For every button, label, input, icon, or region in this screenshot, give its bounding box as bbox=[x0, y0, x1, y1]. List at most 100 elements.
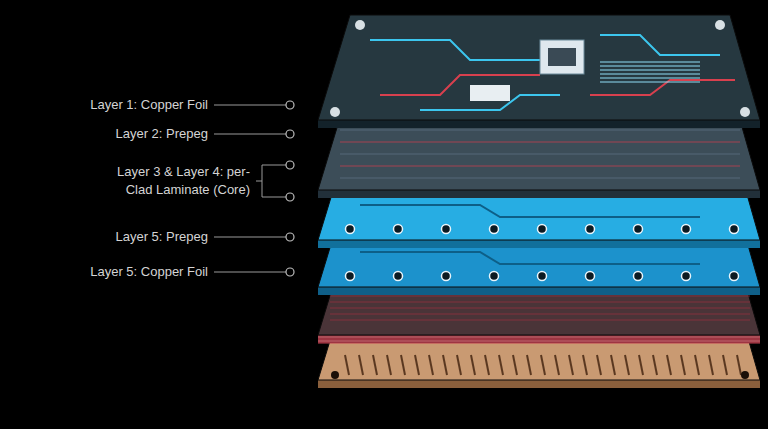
via-hole bbox=[634, 225, 643, 234]
via-hole bbox=[586, 272, 595, 281]
copper-trace bbox=[387, 355, 391, 375]
resin-stripe bbox=[330, 314, 750, 315]
copper-trace bbox=[429, 355, 433, 375]
mount-hole bbox=[715, 20, 725, 30]
circuit-trace bbox=[600, 66, 700, 67]
copper-trace bbox=[359, 355, 363, 375]
copper-trace bbox=[471, 355, 475, 375]
circuit-trace bbox=[600, 70, 700, 71]
layer-label: Layer 2: Prepeg bbox=[8, 125, 208, 143]
copper-trace bbox=[373, 355, 377, 375]
copper-trace bbox=[345, 355, 349, 375]
resin-stripe bbox=[330, 308, 750, 309]
copper-trace bbox=[737, 355, 741, 375]
circuit-trace bbox=[600, 62, 700, 63]
chip bbox=[548, 48, 576, 66]
copper-trace bbox=[513, 355, 517, 375]
copper-trace bbox=[695, 355, 699, 375]
copper-trace bbox=[625, 355, 629, 375]
copper-trace bbox=[639, 355, 643, 375]
resin-stripe bbox=[318, 337, 760, 338]
via-hole bbox=[538, 272, 547, 281]
via-hole bbox=[394, 272, 403, 281]
copper-trace bbox=[723, 355, 727, 375]
via-hole bbox=[730, 272, 739, 281]
via-hole bbox=[634, 272, 643, 281]
layer-edge bbox=[318, 240, 760, 248]
prepreg-trace bbox=[340, 178, 740, 179]
via-hole bbox=[682, 272, 691, 281]
circuit-trace bbox=[600, 82, 700, 83]
resin-stripe bbox=[318, 339, 760, 340]
via-hole bbox=[586, 225, 595, 234]
circuit-trace bbox=[600, 74, 700, 75]
copper-trace bbox=[597, 355, 601, 375]
via-hole bbox=[490, 272, 499, 281]
via-hole bbox=[490, 225, 499, 234]
copper-trace bbox=[569, 355, 573, 375]
leader-line bbox=[214, 237, 286, 238]
copper-trace bbox=[583, 355, 587, 375]
leader-line bbox=[214, 134, 286, 135]
mount-hole bbox=[355, 20, 365, 30]
copper-trace bbox=[667, 355, 671, 375]
component bbox=[470, 85, 510, 101]
leader-dot bbox=[286, 193, 294, 201]
layer-edge bbox=[318, 335, 760, 343]
resin-stripe bbox=[318, 343, 760, 344]
mount-hole bbox=[330, 107, 340, 117]
mount-hole bbox=[740, 107, 750, 117]
layer-surface bbox=[318, 15, 760, 120]
copper-trace bbox=[485, 355, 489, 375]
prepreg-trace bbox=[340, 166, 740, 167]
leader-line bbox=[214, 105, 286, 106]
copper-trace bbox=[527, 355, 531, 375]
copper-trace bbox=[401, 355, 405, 375]
copper-trace bbox=[709, 355, 713, 375]
leader-dot bbox=[286, 233, 294, 241]
via-hole bbox=[442, 272, 451, 281]
circuit-trace bbox=[370, 40, 560, 60]
chip bbox=[540, 40, 584, 74]
mount-hole bbox=[331, 371, 339, 379]
inner-trace bbox=[360, 252, 700, 264]
via-hole bbox=[346, 272, 355, 281]
copper-trace bbox=[681, 355, 685, 375]
layer-edge bbox=[318, 380, 760, 388]
circuit-trace bbox=[600, 78, 700, 79]
via-hole bbox=[538, 225, 547, 234]
copper-trace bbox=[443, 355, 447, 375]
copper-foil-layer bbox=[318, 15, 760, 128]
resin-stripe bbox=[318, 341, 760, 342]
circuit-trace bbox=[590, 80, 735, 95]
inner-trace bbox=[360, 205, 700, 217]
via-hole bbox=[442, 225, 451, 234]
layer-label: Layer 5: Prepeg bbox=[8, 228, 208, 246]
layer-label: Layer 5: Copper Foil bbox=[8, 263, 208, 281]
via-hole bbox=[346, 225, 355, 234]
prepreg-trace bbox=[340, 142, 740, 143]
copper-trace bbox=[653, 355, 657, 375]
leader-dot bbox=[286, 130, 294, 138]
copper-trace bbox=[541, 355, 545, 375]
layer-label: Layer 3 & Layer 4: per-Clad Laminate (Co… bbox=[98, 163, 250, 199]
via-hole bbox=[394, 225, 403, 234]
layer-label: Layer 1: Copper Foil bbox=[8, 96, 208, 114]
copper-trace bbox=[499, 355, 503, 375]
copper-trace bbox=[415, 355, 419, 375]
bracket bbox=[256, 165, 286, 197]
leader-dot bbox=[286, 268, 294, 276]
leader-line bbox=[214, 272, 286, 273]
leader-dot bbox=[286, 161, 294, 169]
resin-stripe bbox=[330, 296, 750, 297]
resin-stripe bbox=[330, 320, 750, 321]
layer-edge bbox=[318, 287, 760, 295]
copper-trace bbox=[611, 355, 615, 375]
leader-dot bbox=[286, 101, 294, 109]
mount-hole bbox=[741, 371, 749, 379]
prepreg-trace bbox=[340, 130, 740, 131]
copper-trace bbox=[555, 355, 559, 375]
resin-stripe bbox=[330, 302, 750, 303]
